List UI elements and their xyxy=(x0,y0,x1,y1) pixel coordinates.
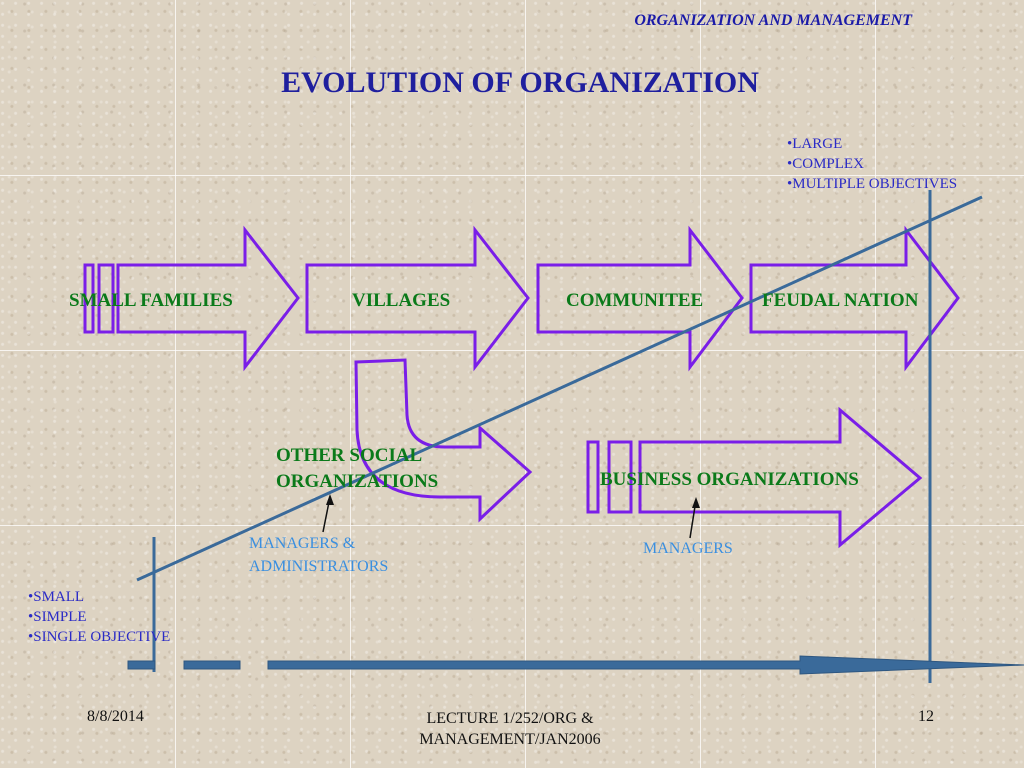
bullet-item: •SMALL xyxy=(28,589,85,605)
grid-line xyxy=(525,0,526,768)
trend-line xyxy=(136,195,983,582)
arrow-small-families xyxy=(116,225,300,372)
arrow-bar xyxy=(607,440,633,514)
other-social-label-line1: OTHER SOCIAL xyxy=(276,445,423,466)
arrow-communitee xyxy=(536,225,744,372)
arrow-bar xyxy=(586,440,600,514)
stage-label-communitee: COMMUNITEE xyxy=(566,290,704,311)
arrow-bar xyxy=(83,263,95,334)
grid-line xyxy=(0,175,1024,176)
grid-line xyxy=(350,0,351,768)
bullet-item: •MULTIPLE OBJECTIVES xyxy=(787,176,958,192)
arrow-other-social xyxy=(354,358,533,523)
arrow-villages xyxy=(305,225,530,372)
business-label: BUSINESS ORGANIZATIONS xyxy=(600,469,859,490)
other-social-label-line2: ORGANIZATIONS xyxy=(276,471,439,492)
stage-label-villages: VILLAGES xyxy=(352,290,451,311)
arrow-bar xyxy=(97,263,115,334)
bullet-item: •COMPLEX xyxy=(787,156,864,172)
timeline-dash xyxy=(127,660,156,670)
arrow-feudal-nation xyxy=(749,225,960,372)
bottom-bullet-list: •SMALL •SIMPLE •SINGLE OBJECTIVE xyxy=(28,587,170,647)
managers-label: MANAGERS xyxy=(643,540,733,557)
grid-line xyxy=(0,525,1024,526)
managers-administrators-label: MANAGERS & ADMINISTRATORS xyxy=(249,535,389,575)
bullet-item: •LARGE xyxy=(787,136,843,152)
stage-label-feudal-nation: FEUDAL NATION xyxy=(762,290,919,311)
slide-header: ORGANIZATION AND MANAGEMENT xyxy=(634,12,912,29)
pointer-arrowhead xyxy=(326,494,334,505)
top-bullet-list: •LARGE •COMPLEX •MULTIPLE OBJECTIVES xyxy=(787,134,957,194)
grid-line xyxy=(875,0,876,768)
grid-line xyxy=(700,0,701,768)
footer-lecture: LECTURE 1/252/ORG & MANAGEMENT/JAN2006 xyxy=(419,710,601,748)
pointer-arrowhead xyxy=(692,497,700,508)
stage-label-small-families: SMALL FAMILIES xyxy=(69,290,233,311)
bullet-item: •SIMPLE xyxy=(28,609,87,625)
footer-date: 8/8/2014 xyxy=(87,708,144,725)
timeline-dash xyxy=(183,660,241,670)
slide-title: EVOLUTION OF ORGANIZATION xyxy=(281,66,759,99)
footer-page-number: 12 xyxy=(918,708,934,725)
bullet-item: •SINGLE OBJECTIVE xyxy=(28,629,171,645)
arrow-business xyxy=(638,406,923,549)
grid-line xyxy=(0,350,1024,351)
grid-line xyxy=(175,0,176,768)
timeline-arrow xyxy=(267,655,1024,675)
